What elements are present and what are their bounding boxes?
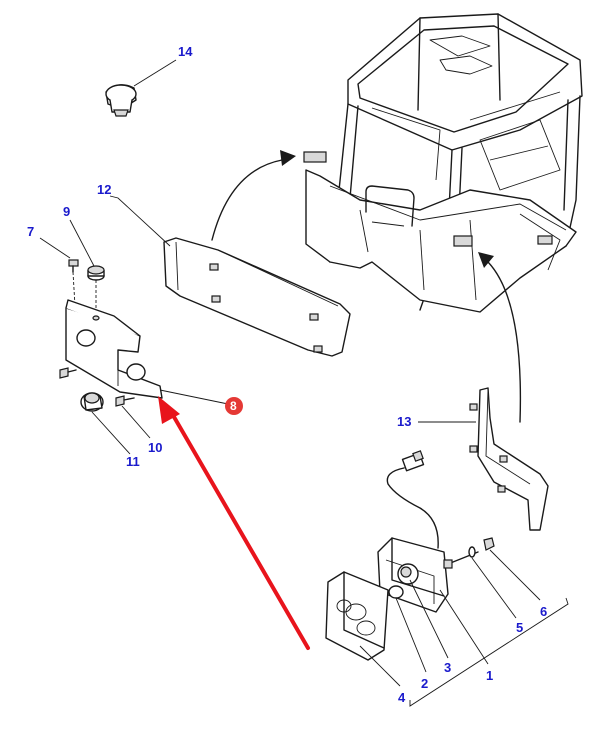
leader-4 [359,645,401,687]
callout-8[interactable]: 8 [230,399,237,413]
part-1-lamp-housing [377,537,449,613]
leader-12 [109,195,171,247]
mount-arrow-upper [211,150,296,241]
callout-10[interactable]: 10 [148,440,162,455]
leader-7 [39,237,71,259]
part-4-lens [325,571,389,661]
leader-1 [439,589,489,665]
lamp-cable [386,450,439,549]
part-14-plug [105,84,137,117]
callout-14[interactable]: 14 [178,44,193,59]
callout-12[interactable]: 12 [97,182,111,197]
leader-6 [489,549,541,601]
leader-14 [133,59,177,87]
mount-arrow-lower [478,252,522,423]
part-7-screw [68,259,79,273]
callout-7[interactable]: 7 [27,224,34,239]
leader-2 [395,597,427,673]
assembly-bracket [409,597,569,707]
leader-5 [471,557,517,619]
leader-11 [91,411,131,455]
callout-11[interactable]: 11 [126,454,140,469]
leader-10 [121,405,151,439]
part-12-bracket [163,237,351,357]
part-9-cap [87,265,105,281]
highlight-arrow [158,396,310,650]
callout-3[interactable]: 3 [444,660,451,675]
assembly-line-7 [72,271,76,307]
callout-13[interactable]: 13 [397,414,411,429]
part-10-screw [115,395,135,407]
callout-9[interactable]: 9 [63,204,70,219]
part-11-cap [80,392,104,412]
part-8-bracket [65,299,163,399]
part-13-bracket [469,387,549,531]
callout-4[interactable]: 4 [398,690,406,705]
leader-3 [409,579,449,659]
leader-8 [159,389,229,405]
cab-assembly [303,13,583,313]
callout-1[interactable]: 1 [486,668,493,683]
part-screw-left [59,367,77,379]
part-2-bulb [388,585,404,599]
callout-5[interactable]: 5 [516,620,523,635]
callout-2[interactable]: 2 [421,676,428,691]
callout-8-badge[interactable] [225,397,243,415]
callout-6[interactable]: 6 [540,604,547,619]
part-6-nut [483,537,495,551]
part-5-washer [468,546,476,558]
leader-9 [69,219,95,267]
